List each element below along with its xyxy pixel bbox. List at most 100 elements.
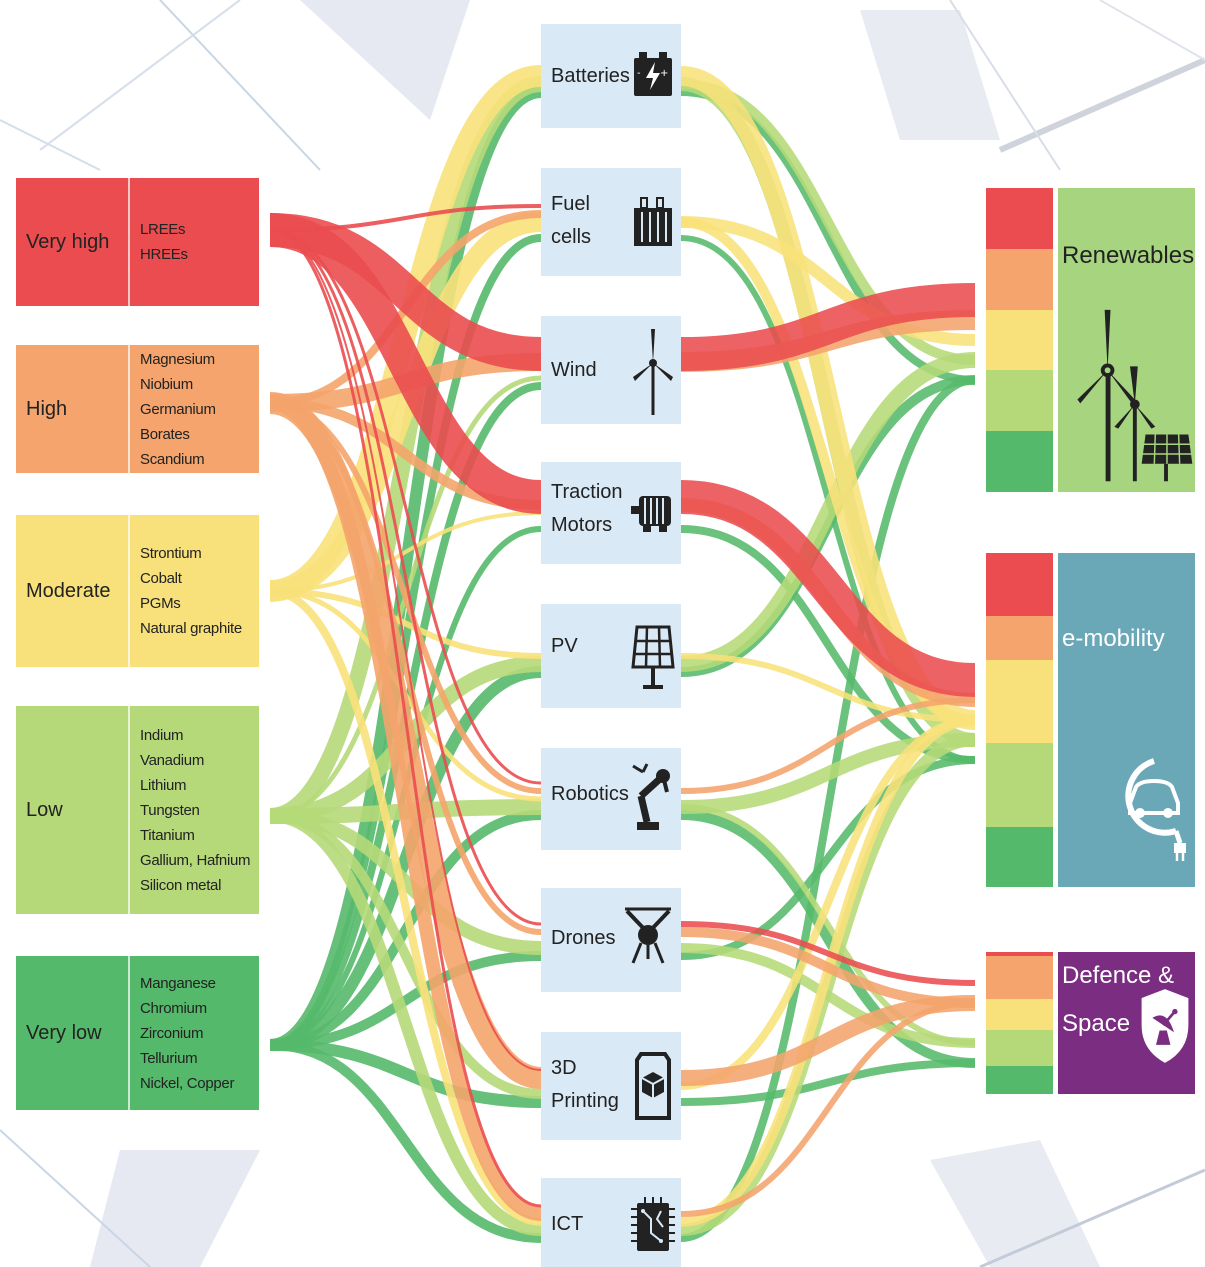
flow-ribbon	[680, 352, 976, 672]
risk-level-label: Very low	[16, 956, 130, 1110]
material: Silicon metal	[140, 876, 222, 894]
technology-fuel-cells: Fuel cells	[541, 168, 681, 276]
technology-label: Drones	[551, 927, 616, 949]
flow-ribbon	[269, 228, 542, 785]
wind-turbine-icon	[633, 329, 673, 415]
battery-icon: - +	[634, 52, 672, 96]
material: Strontium	[140, 545, 202, 562]
risk-swatch	[986, 956, 1053, 999]
flow-ribbon	[680, 1059, 976, 1106]
flow-ribbon	[269, 1040, 542, 1243]
material: Scandium	[140, 450, 205, 468]
flow-ribbon	[269, 951, 542, 1050]
motor-icon	[631, 496, 671, 532]
risk-level-moderate: Moderate Strontium Cobalt PGMs Natural g…	[16, 515, 259, 667]
material: Vanadium	[140, 751, 205, 769]
risk-level-very-low: Very low Manganese Chromium Zirconium Te…	[16, 956, 259, 1110]
flow-ribbon	[269, 811, 542, 1099]
svg-text:+: +	[660, 68, 668, 79]
flow-ribbon	[268, 213, 543, 514]
technology-traction-motors: Traction Motors	[541, 462, 681, 564]
risk-level-label: Low	[16, 706, 130, 914]
material: Borates	[140, 425, 190, 443]
risk-swatch	[986, 616, 1053, 660]
flow-ribbon	[269, 400, 542, 935]
flow-ribbon	[269, 212, 542, 601]
technology-label: Fuel cells	[551, 193, 592, 248]
flow-ribbon	[269, 810, 542, 1050]
flow-ribbon	[680, 653, 976, 723]
3d-printer-icon	[635, 1052, 671, 1120]
technology-ict: ICT	[541, 1178, 681, 1267]
material: Gallium, Hafnium	[140, 851, 251, 869]
technology-label: Batteries	[551, 65, 630, 87]
risk-level-label: High	[16, 345, 130, 473]
flow-ribbon	[680, 810, 976, 1068]
material: Titanium	[140, 826, 195, 844]
fuel-cell-icon	[634, 197, 672, 246]
flow-ribbon	[680, 804, 976, 1046]
risk-level-high: High Magnesium Niobium Germanium Borates…	[16, 345, 259, 473]
sector-e-mobility: e-mobility	[1058, 553, 1195, 887]
technology-label: ICT	[551, 1213, 584, 1235]
svg-text:-: -	[637, 68, 641, 79]
sector-label: Defence & Space	[1062, 962, 1175, 1037]
robot-arm-icon	[632, 763, 670, 830]
material: Germanium	[140, 400, 216, 418]
material: LREEs	[140, 221, 186, 238]
materials-list: LREEs HREEs	[130, 178, 259, 306]
flow-ribbon	[680, 921, 976, 986]
flow-ribbon	[269, 228, 542, 926]
technology-batteries: Batteries - +	[541, 24, 681, 128]
risk-swatch	[986, 659, 1053, 744]
technology-3d-printing: 3D Printing	[541, 1032, 681, 1140]
flow-ribbon	[269, 666, 542, 1051]
material: Zirconium	[140, 1024, 204, 1042]
sector-label: e-mobility	[1062, 625, 1165, 652]
flow-ribbon	[269, 810, 542, 1236]
risk-swatch	[986, 743, 1053, 827]
risk-level-low: Low Indium Vanadium Lithium Tungsten Tit…	[16, 706, 259, 914]
technology-drones: Drones	[541, 888, 681, 992]
flow-ribbon	[269, 234, 542, 1049]
technology-robotics: Robotics	[541, 748, 681, 850]
material: Lithium	[140, 776, 187, 794]
material: Niobium	[140, 375, 193, 393]
technology-wind: Wind	[541, 316, 681, 424]
risk-swatch	[986, 248, 1053, 310]
material: Indium	[140, 726, 184, 744]
materials-list: Magnesium Niobium Germanium Borates Scan…	[130, 345, 259, 473]
flow-ribbon	[269, 587, 542, 1226]
materials-list: Strontium Cobalt PGMs Natural graphite	[130, 515, 259, 667]
risk-swatch	[986, 370, 1053, 432]
technology-pv: PV	[541, 604, 681, 708]
flow-ribbon	[680, 216, 976, 346]
material: Natural graphite	[140, 620, 242, 637]
flow-ribbon	[680, 283, 976, 371]
risk-swatch	[986, 188, 1053, 249]
materials-list: Manganese Chromium Zirconium Tellurium N…	[130, 956, 259, 1110]
risk-swatch	[986, 952, 1053, 957]
solar-panel-icon	[631, 625, 675, 689]
material: Manganese	[140, 974, 216, 992]
flow-ribbon	[269, 400, 542, 794]
risk-swatch	[986, 431, 1053, 492]
risk-swatch	[986, 309, 1053, 371]
flow-ribbon	[269, 396, 542, 1221]
risk-level-very-high: Very high LREEs HREEs	[16, 178, 259, 306]
risk-swatch	[986, 1065, 1053, 1094]
technology-label: 3D Printing	[551, 1057, 619, 1112]
flow-ribbon	[680, 697, 976, 794]
wind-solar-icon	[1077, 309, 1193, 482]
flow-ribbon	[269, 204, 542, 232]
flow-ribbon	[269, 511, 542, 593]
flow-ribbon	[269, 228, 542, 1208]
flow-ribbon	[679, 66, 977, 730]
flow-ribbon	[269, 1039, 542, 1108]
sector-defence-space: Defence & Space	[1058, 952, 1195, 1094]
drone-icon	[625, 907, 671, 964]
material: Magnesium	[140, 350, 215, 368]
